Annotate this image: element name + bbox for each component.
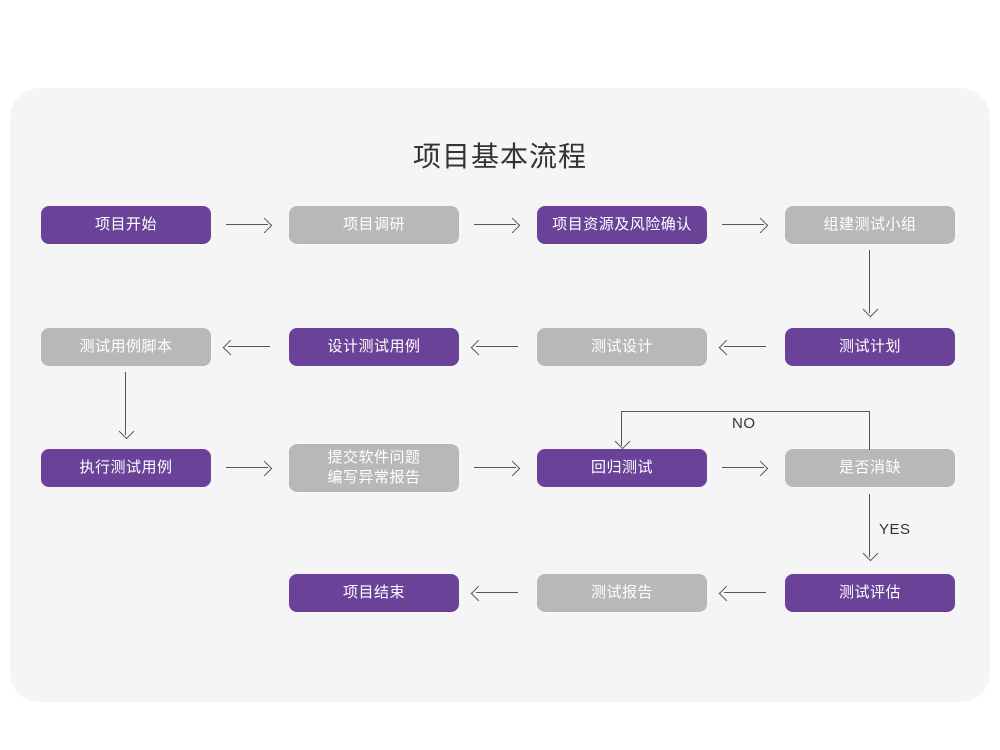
edge-line-testdesign-to-design <box>476 346 518 348</box>
edge-line-evaluation-to-report <box>724 592 766 594</box>
edge-line-script-to-execute <box>125 372 127 435</box>
edge-line-design-to-script <box>228 346 270 348</box>
node-project-start[interactable]: 项目开始 <box>41 206 211 244</box>
node-defect-resolved[interactable]: 是否消缺 <box>785 449 955 487</box>
edge-line-report-to-end <box>476 592 518 594</box>
edge-line-research-to-resource <box>474 224 516 226</box>
node-form-test-team[interactable]: 组建测试小组 <box>785 206 955 244</box>
edge-line-submit-to-regression <box>474 467 516 469</box>
edge-line-yes <box>869 494 871 557</box>
node-project-end[interactable]: 项目结束 <box>289 574 459 612</box>
edge-line-resource-to-team <box>722 224 764 226</box>
node-test-case-script[interactable]: 测试用例脚本 <box>41 328 211 366</box>
edge-line-start-to-research <box>226 224 268 226</box>
edge-line-regression-to-defect <box>722 467 764 469</box>
edge-line-team-to-plan <box>869 250 871 313</box>
edge-label-yes: YES <box>879 521 911 538</box>
node-test-design[interactable]: 测试设计 <box>537 328 707 366</box>
node-resource-risk-confirm[interactable]: 项目资源及风险确认 <box>537 206 707 244</box>
edge-label-no: NO <box>732 415 756 432</box>
edge-line-no-down <box>621 411 623 446</box>
node-execute-test-case[interactable]: 执行测试用例 <box>41 449 211 487</box>
edge-line-no-across <box>621 411 870 413</box>
node-design-test-case[interactable]: 设计测试用例 <box>289 328 459 366</box>
edge-line-execute-to-submit <box>226 467 268 469</box>
node-test-evaluation[interactable]: 测试评估 <box>785 574 955 612</box>
node-regression-test[interactable]: 回归测试 <box>537 449 707 487</box>
edge-line-plan-to-testdesign <box>724 346 766 348</box>
node-project-research[interactable]: 项目调研 <box>289 206 459 244</box>
node-test-report[interactable]: 测试报告 <box>537 574 707 612</box>
edge-line-no-up <box>869 411 871 450</box>
node-submit-issue-report[interactable]: 提交软件问题 编写异常报告 <box>289 444 459 492</box>
node-test-plan[interactable]: 测试计划 <box>785 328 955 366</box>
page-title: 项目基本流程 <box>412 141 587 172</box>
